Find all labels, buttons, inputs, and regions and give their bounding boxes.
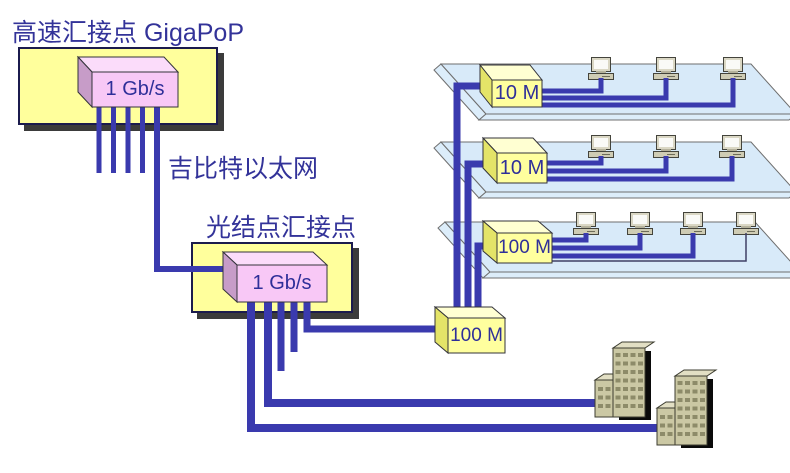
computer-icon <box>720 57 746 80</box>
gigapop-switch-shape <box>76 55 180 109</box>
gigapop-title: 高速汇接点 GigaPoP <box>12 19 245 47</box>
lan2-hub-shape <box>481 136 549 185</box>
riser-to-lan-2 <box>464 160 486 309</box>
lan3-hub: 100 M <box>481 219 554 265</box>
optical-switch-shape <box>221 250 329 304</box>
lan1-hub: 10 M <box>478 63 544 109</box>
link-to-backbone-hub <box>303 299 440 333</box>
lan-2-computers <box>433 135 790 204</box>
computer-icon <box>719 135 745 158</box>
optical-switch: 1 Gb/s <box>221 250 329 304</box>
lan-3-computers <box>437 212 790 284</box>
gigabit-ethernet-label: 吉比特以太网 <box>168 155 319 183</box>
gigapop-switch: 1 Gb/s <box>76 55 180 109</box>
computer-monitor <box>576 212 596 227</box>
lan3-drop-4 <box>552 233 747 262</box>
lan1-hub-label: 10 M <box>494 82 540 104</box>
building-icon-1 <box>593 336 656 424</box>
lan1-drop-2 <box>542 78 669 101</box>
computer-icon <box>680 212 706 235</box>
gigabit-trunk-link <box>154 101 229 272</box>
backbone-hub-shape <box>433 305 507 355</box>
lan3-drop-3 <box>552 233 696 259</box>
lan3-hub-label: 100 M <box>498 237 551 258</box>
computer-icon <box>653 135 679 158</box>
lan2-hub-label: 10 M <box>499 156 545 179</box>
lan2-drop-1 <box>547 156 604 166</box>
lan2-drop-3 <box>547 156 735 182</box>
lan-1-computers <box>433 57 790 126</box>
gigapop-switch-label: 1 Gb/s <box>105 78 165 100</box>
backbone-hub: 100 M <box>433 305 507 355</box>
computer-icon <box>733 212 759 235</box>
riser-to-lan-1 <box>453 82 481 309</box>
backbone-hub-label: 100 M <box>450 324 503 346</box>
lan2-hub: 10 M <box>481 136 549 185</box>
lan1-hub-shape <box>478 63 544 109</box>
lan3-drop-2 <box>552 233 643 251</box>
optical-switch-label: 1 Gb/s <box>252 272 312 294</box>
lan2-drop-2 <box>547 156 669 174</box>
computer-icon <box>588 57 614 80</box>
lan1-drop-3 <box>542 78 736 108</box>
lan3-hub-shape <box>481 219 554 265</box>
optical-pop-label: 光结点汇接点 <box>206 214 357 242</box>
lan1-drop-1 <box>542 78 604 94</box>
building-icon-2 <box>655 364 718 452</box>
computer-icon <box>627 212 653 235</box>
link-to-building-1 <box>264 299 598 407</box>
lan3-drop-1 <box>552 233 589 243</box>
link-to-building-2 <box>247 299 659 432</box>
